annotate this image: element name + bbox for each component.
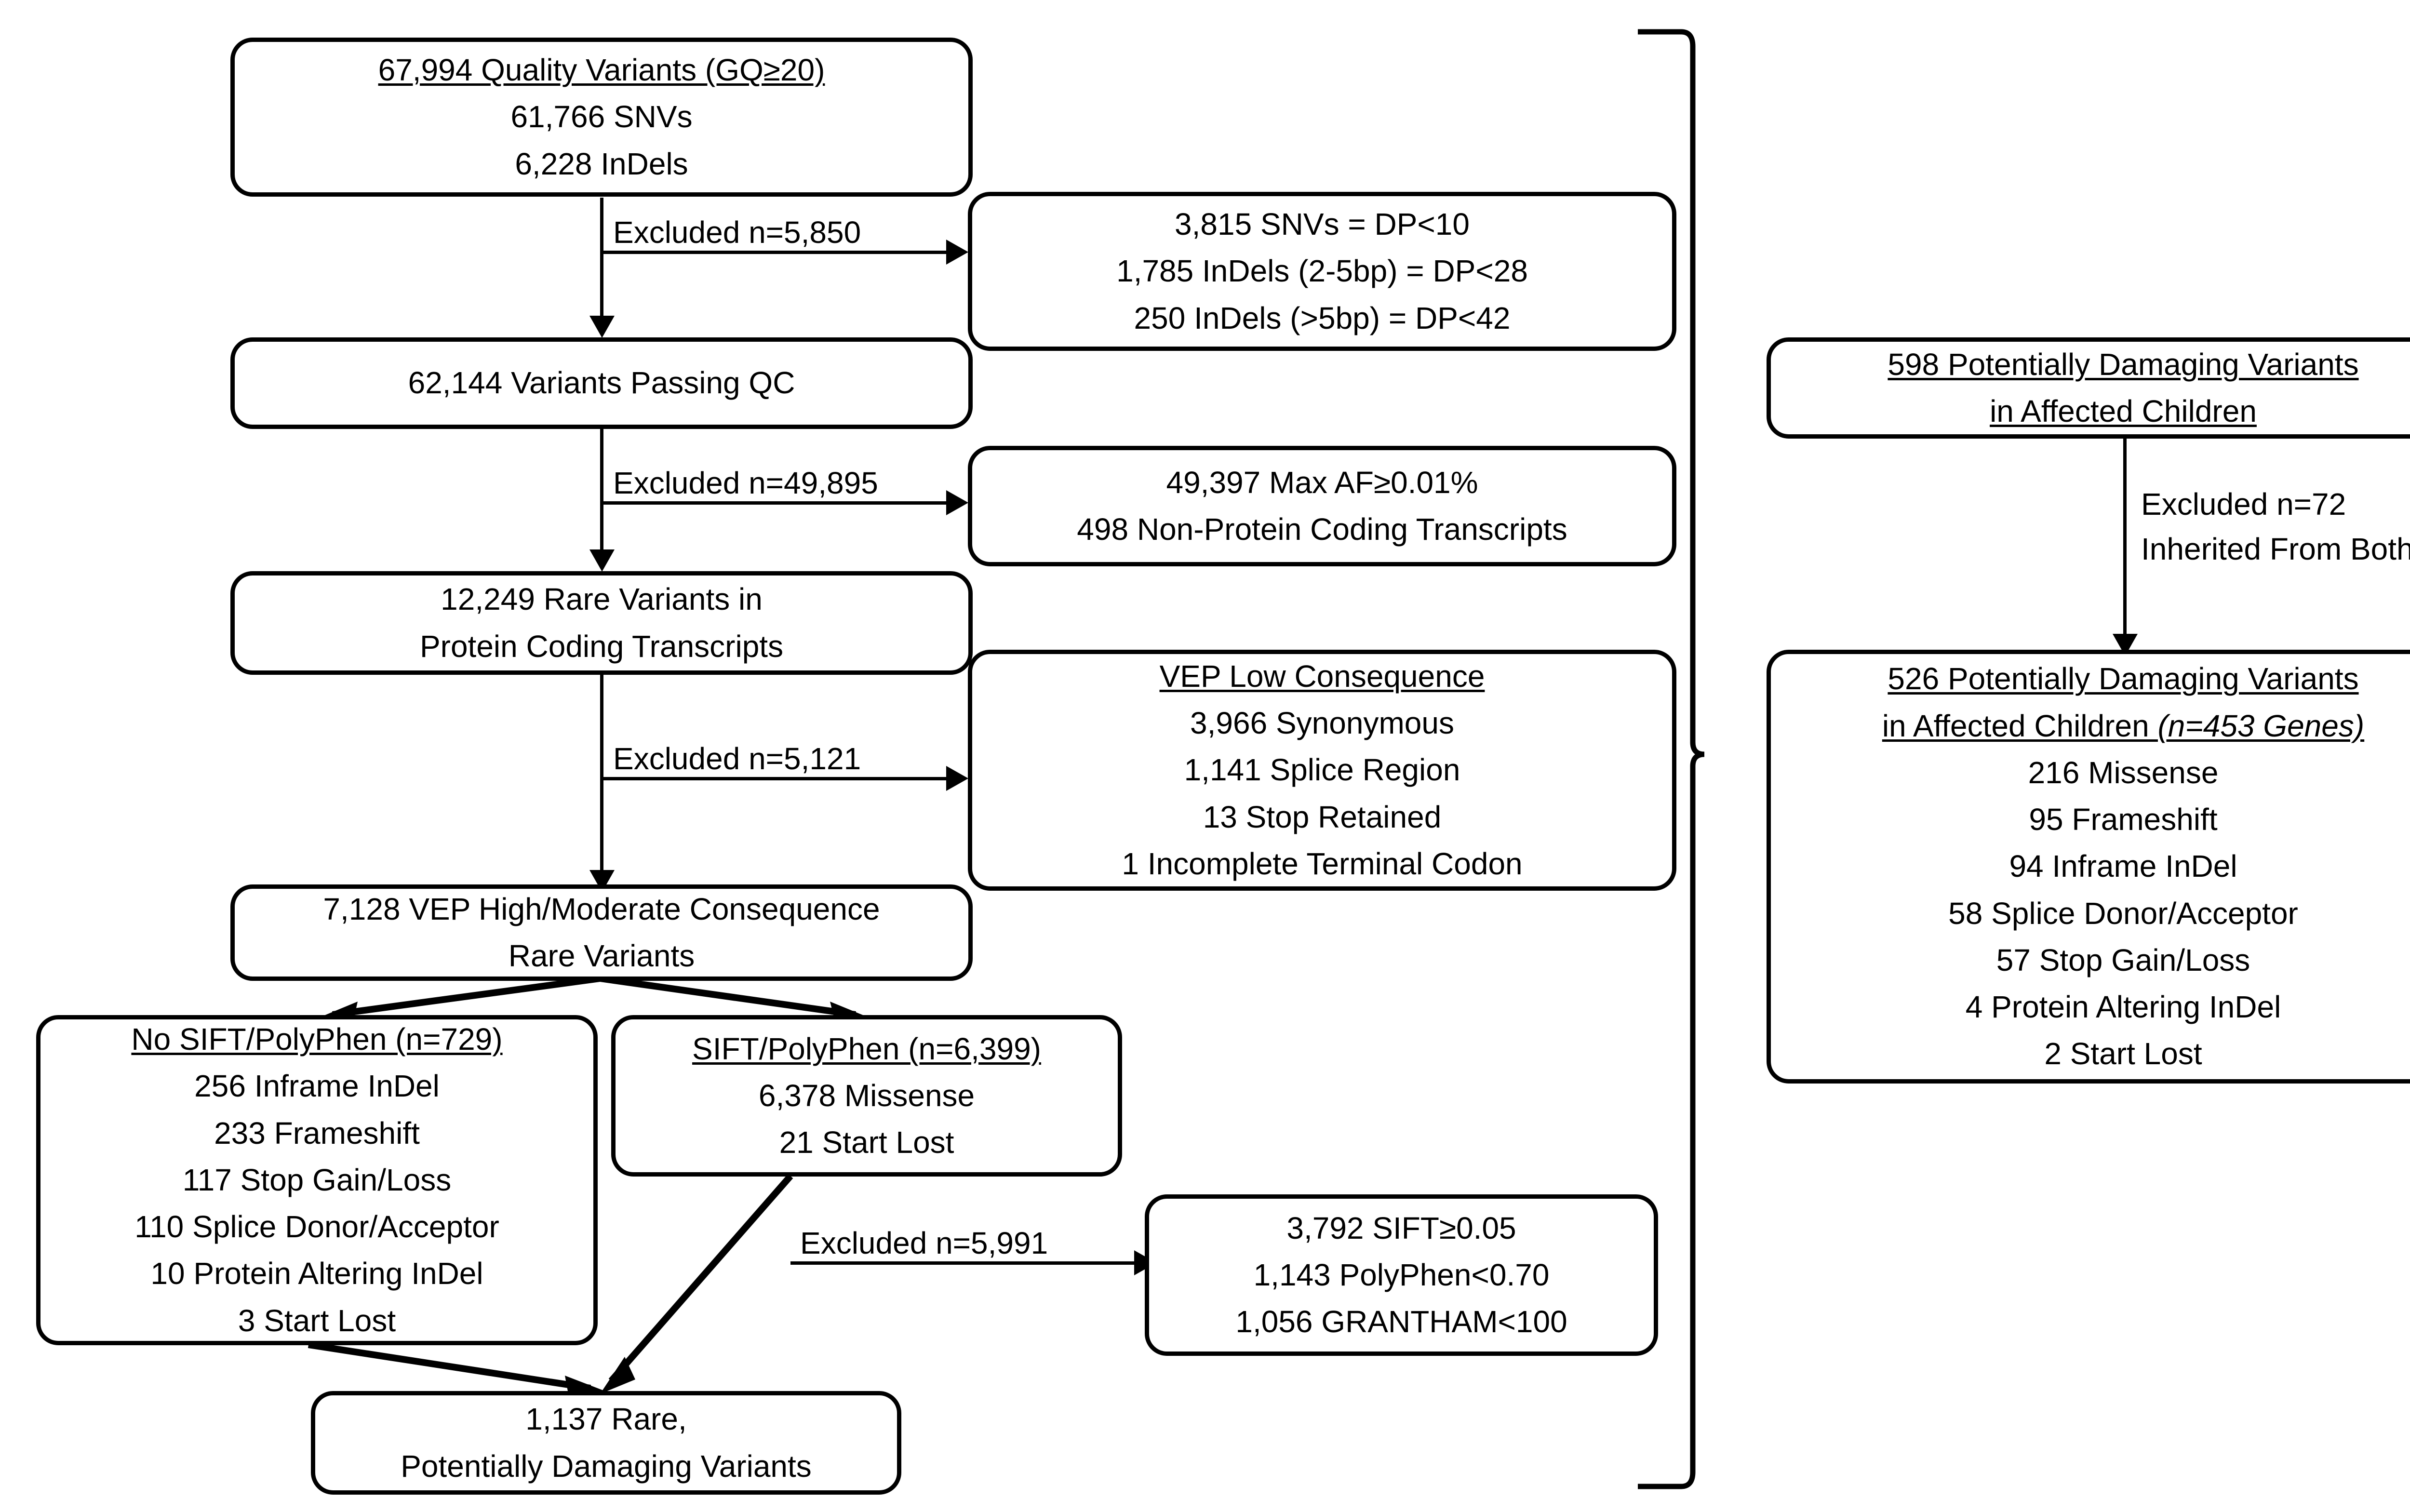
vep-high-moderate-line-2: Rare Variants bbox=[508, 938, 695, 973]
no-sift-polyphen-box[interactable]: No SIFT/PolyPhen (n=729) 256 Inframe InD… bbox=[36, 1015, 598, 1345]
vep-low-consequence-line-3: 1,141 Splice Region bbox=[1184, 752, 1460, 788]
arrowhead-qc-to-rare bbox=[589, 549, 615, 572]
no-sift-polyphen-line-2: 256 Inframe InDel bbox=[194, 1069, 440, 1104]
vep-low-consequence-line-5: 1 Incomplete Terminal Codon bbox=[1122, 846, 1523, 881]
connector-excluded-49895 bbox=[600, 501, 957, 505]
sift-polyphen-line-1: SIFT/PolyPhen (n=6,399) bbox=[692, 1031, 1041, 1066]
rare-potentially-damaging-variants-box[interactable]: 1,137 Rare, Potentially Damaging Variant… bbox=[311, 1391, 901, 1495]
rare-variants-line-1: 12,249 Rare Variants in bbox=[441, 582, 763, 617]
no-sift-polyphen-line-5: 110 Splice Donor/Acceptor bbox=[134, 1209, 499, 1244]
rare-damaging-line-1: 1,137 Rare, bbox=[525, 1402, 687, 1437]
variants-passing-qc-line-1: 62,144 Variants Passing QC bbox=[408, 365, 795, 401]
damaging-526-line-2: in Affected Children (n=453 Genes) bbox=[1882, 703, 2364, 749]
damaging-526-item-3: 94 Inframe InDel bbox=[2009, 849, 2237, 884]
quality-variants-line-1: 67,994 Quality Variants (GQ≥20) bbox=[378, 53, 825, 88]
excluded-qc-detail-line-3: 250 InDels (>5bp) = DP<42 bbox=[1134, 300, 1511, 335]
rare-variants-protein-coding-box[interactable]: 12,249 Rare Variants in Protein Coding T… bbox=[230, 571, 973, 675]
no-sift-polyphen-line-4: 117 Stop Gain/Loss bbox=[182, 1162, 452, 1197]
excluded-scores-line-2: 1,143 PolyPhen<0.70 bbox=[1253, 1257, 1550, 1292]
sift-polyphen-line-3: 21 Start Lost bbox=[779, 1125, 954, 1160]
edge-label-excluded-5850: Excluded n=5,850 bbox=[613, 215, 861, 250]
excluded-allele-frequency-detail-box[interactable]: 49,397 Max AF≥0.01% 498 Non-Protein Codi… bbox=[968, 446, 1676, 566]
excluded-qc-detail-line-1: 3,815 SNVs = DP<10 bbox=[1175, 207, 1470, 242]
damaging-526-item-7: 2 Start Lost bbox=[2044, 1036, 2202, 1071]
damaging-526-item-2: 95 Frameshift bbox=[2029, 802, 2218, 837]
sift-polyphen-line-2: 6,378 Missense bbox=[758, 1078, 975, 1113]
connector-excluded-5991 bbox=[790, 1261, 1145, 1265]
excluded-af-detail-line-2: 498 Non-Protein Coding Transcripts bbox=[1077, 512, 1567, 547]
rare-damaging-line-2: Potentially Damaging Variants bbox=[401, 1448, 812, 1484]
arrowhead-excluded-5121 bbox=[946, 766, 968, 791]
damaging-526-gene-count: (n=453 Genes) bbox=[2157, 708, 2365, 743]
potentially-damaging-598-box[interactable]: 598 Potentially Damaging Variants in Aff… bbox=[1767, 337, 2410, 439]
damaging-526-line-1: 526 Potentially Damaging Variants bbox=[1888, 661, 2359, 696]
arrowhead-excluded-5850 bbox=[946, 240, 968, 265]
no-sift-polyphen-line-3: 233 Frameshift bbox=[214, 1115, 420, 1151]
potentially-damaging-526-box[interactable]: 526 Potentially Damaging Variants in Aff… bbox=[1767, 650, 2410, 1084]
connector-598-to-526 bbox=[2123, 438, 2127, 647]
excluded-qc-detail-box[interactable]: 3,815 SNVs = DP<10 1,785 InDels (2-5bp) … bbox=[968, 192, 1676, 351]
no-sift-polyphen-line-7: 3 Start Lost bbox=[238, 1303, 396, 1338]
rare-variants-line-2: Protein Coding Transcripts bbox=[419, 629, 784, 664]
edge-label-excluded-49895: Excluded n=49,895 bbox=[613, 466, 878, 500]
vep-low-consequence-line-1: VEP Low Consequence bbox=[1159, 658, 1485, 694]
damaging-526-item-5: 57 Stop Gain/Loss bbox=[1996, 942, 2250, 977]
edge-label-excluded-72: Excluded n=72 Inherited From Both Parent… bbox=[2141, 482, 2410, 572]
damaging-526-line-2-plain: in Affected Children bbox=[1882, 708, 2158, 743]
excluded-qc-detail-line-2: 1,785 InDels (2-5bp) = DP<28 bbox=[1116, 254, 1528, 289]
quality-variants-line-2: 61,766 SNVs bbox=[510, 99, 693, 134]
excluded-af-detail-line-1: 49,397 Max AF≥0.01% bbox=[1166, 465, 1478, 500]
edge-label-excluded-72-line1: Excluded n=72 bbox=[2141, 487, 2346, 522]
arrowhead-quality-to-qc bbox=[589, 316, 615, 338]
edge-label-excluded-72-line2: Inherited From Both Parents bbox=[2141, 531, 2410, 566]
damaging-526-item-4: 58 Splice Donor/Acceptor bbox=[1948, 896, 2298, 931]
vep-low-consequence-line-2: 3,966 Synonymous bbox=[1190, 706, 1454, 741]
damaging-598-line-1: 598 Potentially Damaging Variants bbox=[1888, 347, 2359, 382]
variants-passing-qc-box[interactable]: 62,144 Variants Passing QC bbox=[230, 337, 973, 429]
quality-variants-box[interactable]: 67,994 Quality Variants (GQ≥20) 61,766 S… bbox=[230, 38, 973, 197]
excluded-scores-line-1: 3,792 SIFT≥0.05 bbox=[1286, 1210, 1516, 1245]
edge-label-excluded-5121: Excluded n=5,121 bbox=[613, 741, 861, 776]
vep-low-consequence-box[interactable]: VEP Low Consequence 3,966 Synonymous 1,1… bbox=[968, 650, 1676, 891]
excluded-scores-line-3: 1,056 GRANTHAM<100 bbox=[1235, 1304, 1567, 1339]
vep-high-moderate-consequence-box[interactable]: 7,128 VEP High/Moderate Consequence Rare… bbox=[230, 884, 973, 981]
no-sift-polyphen-line-1: No SIFT/PolyPhen (n=729) bbox=[131, 1022, 503, 1057]
connector-quality-to-qc bbox=[600, 198, 603, 328]
vep-low-consequence-line-4: 13 Stop Retained bbox=[1203, 799, 1442, 834]
damaging-526-item-6: 4 Protein Altering InDel bbox=[1965, 990, 2281, 1025]
quality-variants-line-3: 6,228 InDels bbox=[515, 146, 688, 181]
connector-qc-to-rare bbox=[600, 427, 603, 562]
connector-excluded-5850 bbox=[600, 251, 957, 254]
damaging-526-item-1: 216 Missense bbox=[2028, 755, 2219, 790]
no-sift-polyphen-line-6: 10 Protein Altering InDel bbox=[150, 1256, 483, 1291]
damaging-598-line-2: in Affected Children bbox=[1990, 394, 2257, 428]
connector-excluded-5121 bbox=[600, 777, 957, 780]
edge-label-excluded-5991: Excluded n=5,991 bbox=[800, 1226, 1048, 1260]
connector-rare-to-vep bbox=[600, 670, 603, 882]
sift-polyphen-box[interactable]: SIFT/PolyPhen (n=6,399) 6,378 Missense 2… bbox=[611, 1015, 1122, 1177]
vep-high-moderate-line-1: 7,128 VEP High/Moderate Consequence bbox=[323, 891, 880, 926]
arrowhead-excluded-49895 bbox=[946, 490, 968, 515]
excluded-prediction-scores-detail-box[interactable]: 3,792 SIFT≥0.05 1,143 PolyPhen<0.70 1,05… bbox=[1145, 1194, 1658, 1356]
